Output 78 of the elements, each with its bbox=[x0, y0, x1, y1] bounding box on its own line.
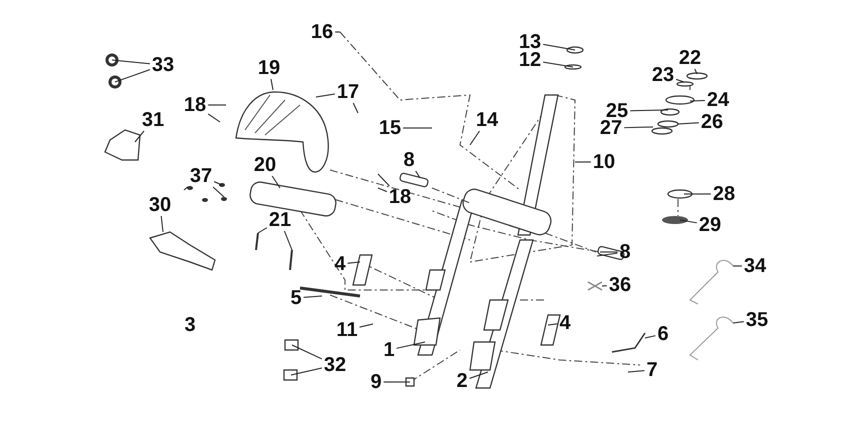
callout-number: 11 bbox=[336, 319, 358, 341]
callout-number: 8 bbox=[403, 149, 415, 171]
leader-line bbox=[258, 227, 268, 234]
callout-number: 30 bbox=[148, 194, 172, 216]
callout-number: 34 bbox=[744, 255, 766, 277]
callout-number: 8 bbox=[619, 241, 631, 263]
leader-line bbox=[352, 102, 358, 114]
leader-line bbox=[396, 342, 426, 349]
callout-number: 19 bbox=[258, 57, 280, 79]
leader-line bbox=[160, 216, 164, 232]
leader-line bbox=[378, 174, 390, 186]
leader-line bbox=[542, 62, 574, 68]
callout-number: 21 bbox=[268, 209, 292, 231]
callout-number: 31 bbox=[142, 109, 164, 131]
leader-line bbox=[542, 44, 576, 50]
callout-number: 14 bbox=[476, 109, 498, 131]
callout-number: 26 bbox=[700, 111, 724, 133]
leader-line bbox=[112, 60, 150, 64]
callout-number: 37 bbox=[190, 165, 212, 187]
callout-number: 27 bbox=[600, 117, 622, 139]
callout-number: 9 bbox=[370, 371, 382, 393]
leader-line bbox=[284, 230, 292, 250]
callout-number: 36 bbox=[608, 274, 632, 296]
leader-line bbox=[469, 372, 488, 379]
leader-line bbox=[680, 220, 698, 224]
leader-line bbox=[378, 188, 388, 192]
leader-line bbox=[694, 68, 698, 74]
leader-line bbox=[359, 324, 374, 328]
leader-line bbox=[624, 126, 654, 128]
leader-line bbox=[630, 110, 668, 112]
leader-line bbox=[644, 335, 656, 338]
callout-number: 35 bbox=[746, 309, 768, 331]
callout-number: 17 bbox=[336, 81, 360, 103]
leader-line bbox=[184, 186, 188, 190]
leader-line bbox=[303, 296, 322, 298]
leader-line bbox=[114, 69, 150, 82]
callout-number: 6 bbox=[657, 323, 669, 345]
leader-line bbox=[628, 370, 645, 372]
leader-line bbox=[347, 262, 360, 264]
callout-number: 4 bbox=[559, 312, 571, 334]
leader-line bbox=[292, 344, 322, 360]
callout-number: 22 bbox=[678, 47, 702, 69]
leader-line bbox=[415, 170, 420, 178]
leader-line bbox=[208, 104, 226, 106]
callout-number: 3 bbox=[184, 314, 196, 336]
leader-line bbox=[290, 367, 322, 376]
leader-line bbox=[602, 285, 608, 286]
callout-number: 15 bbox=[378, 117, 402, 139]
callout-number: 7 bbox=[646, 359, 658, 381]
leader-line bbox=[690, 100, 706, 102]
callout-number: 18 bbox=[388, 186, 412, 208]
leader-line bbox=[212, 186, 224, 198]
callout-number: 4 bbox=[334, 253, 346, 275]
leader-line bbox=[548, 323, 558, 326]
callout-number: 23 bbox=[652, 64, 674, 86]
callout-number: 32 bbox=[324, 354, 346, 376]
leader-line bbox=[316, 94, 336, 98]
callout-number: 1 bbox=[383, 339, 395, 361]
callout-number: 10 bbox=[592, 151, 616, 173]
leader-line bbox=[676, 78, 684, 82]
leader-line bbox=[214, 181, 222, 186]
leader-line bbox=[134, 130, 144, 142]
leader-line bbox=[732, 321, 744, 324]
leader-line bbox=[678, 122, 700, 124]
leader-line bbox=[272, 176, 280, 188]
leader-line bbox=[470, 130, 480, 146]
callout-number: 29 bbox=[698, 214, 722, 236]
callout-number: 24 bbox=[706, 89, 730, 111]
callout-number: 16 bbox=[310, 21, 334, 43]
callout-number: 2 bbox=[456, 370, 468, 392]
leader-line bbox=[596, 252, 618, 256]
callout-number: 5 bbox=[290, 287, 302, 309]
callout-number: 18 bbox=[184, 94, 206, 116]
callout-number: 20 bbox=[254, 154, 276, 176]
callout-number: 28 bbox=[712, 183, 736, 205]
leader-line bbox=[208, 113, 220, 122]
leader-line bbox=[270, 78, 274, 90]
callout-number: 33 bbox=[152, 54, 174, 76]
